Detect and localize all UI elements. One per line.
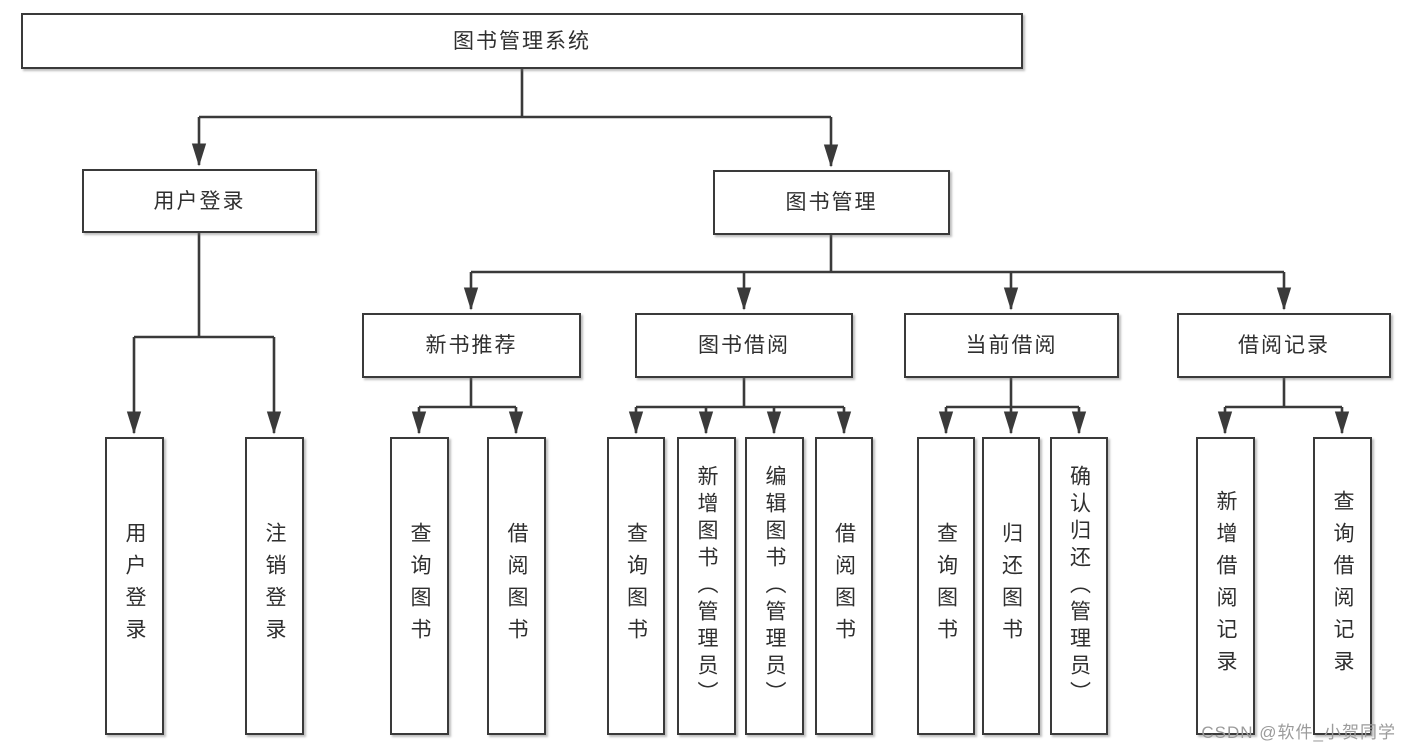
leaf-confirm-return-admin: 确认归还（管理员） [1050, 437, 1108, 735]
leaf-label: 查询图书 [624, 522, 648, 650]
node-label: 新书推荐 [425, 334, 518, 357]
leaf-label: 借阅图书 [505, 522, 528, 650]
leaf-label: 新增借阅记录 [1214, 490, 1237, 682]
leaf-label: 用户登录 [123, 522, 146, 650]
node-label: 当前借阅 [965, 334, 1058, 357]
leaf-label: 注销登录 [263, 522, 286, 650]
leaf-label: 查询借阅记录 [1331, 490, 1354, 682]
leaf-edit-books-admin: 编辑图书（管理员） [745, 437, 804, 735]
node-current-borrowing: 当前借阅 [904, 313, 1119, 378]
leaf-label: 借阅图书 [832, 522, 856, 650]
node-label: 图书管理 [785, 191, 878, 214]
leaf-label: 查询图书 [408, 522, 431, 650]
node-user-login: 用户登录 [82, 169, 317, 233]
node-new-book-recommendation: 新书推荐 [362, 313, 581, 378]
node-label: 借阅记录 [1238, 334, 1330, 357]
leaf-add-borrow-record: 新增借阅记录 [1196, 437, 1255, 735]
node-library-system: 图书管理系统 [21, 13, 1023, 69]
node-book-management: 图书管理 [713, 170, 950, 235]
leaf-label: 查询图书 [934, 522, 958, 650]
leaf-label: 确认归还（管理员） [1067, 464, 1091, 708]
connector-arrows [126, 117, 1350, 435]
node-label: 图书借阅 [698, 334, 790, 357]
watermark: CSDN @软件_小贺同学 [1201, 723, 1396, 742]
connector-bus-lines [134, 69, 1342, 409]
node-label: 图书管理系统 [453, 29, 591, 53]
leaf-label: 归还图书 [999, 522, 1023, 650]
leaf-label: 新增图书（管理员） [695, 464, 718, 708]
leaf-logout: 注销登录 [245, 437, 304, 735]
leaf-add-books-admin: 新增图书（管理员） [677, 437, 736, 735]
leaf-return-books: 归还图书 [982, 437, 1040, 735]
leaf-query-books-recommend: 查询图书 [390, 437, 449, 735]
leaf-borrow-books: 借阅图书 [815, 437, 873, 735]
leaf-label: 编辑图书（管理员） [763, 464, 786, 708]
leaf-user-login: 用户登录 [105, 437, 164, 735]
leaf-query-books-borrow: 查询图书 [607, 437, 665, 735]
leaf-query-borrow-record: 查询借阅记录 [1313, 437, 1372, 735]
node-label: 用户登录 [153, 189, 246, 213]
node-book-borrowing: 图书借阅 [635, 313, 853, 378]
node-borrowing-records: 借阅记录 [1177, 313, 1391, 378]
leaf-query-books-current: 查询图书 [917, 437, 975, 735]
leaf-borrow-books-recommend: 借阅图书 [487, 437, 546, 735]
